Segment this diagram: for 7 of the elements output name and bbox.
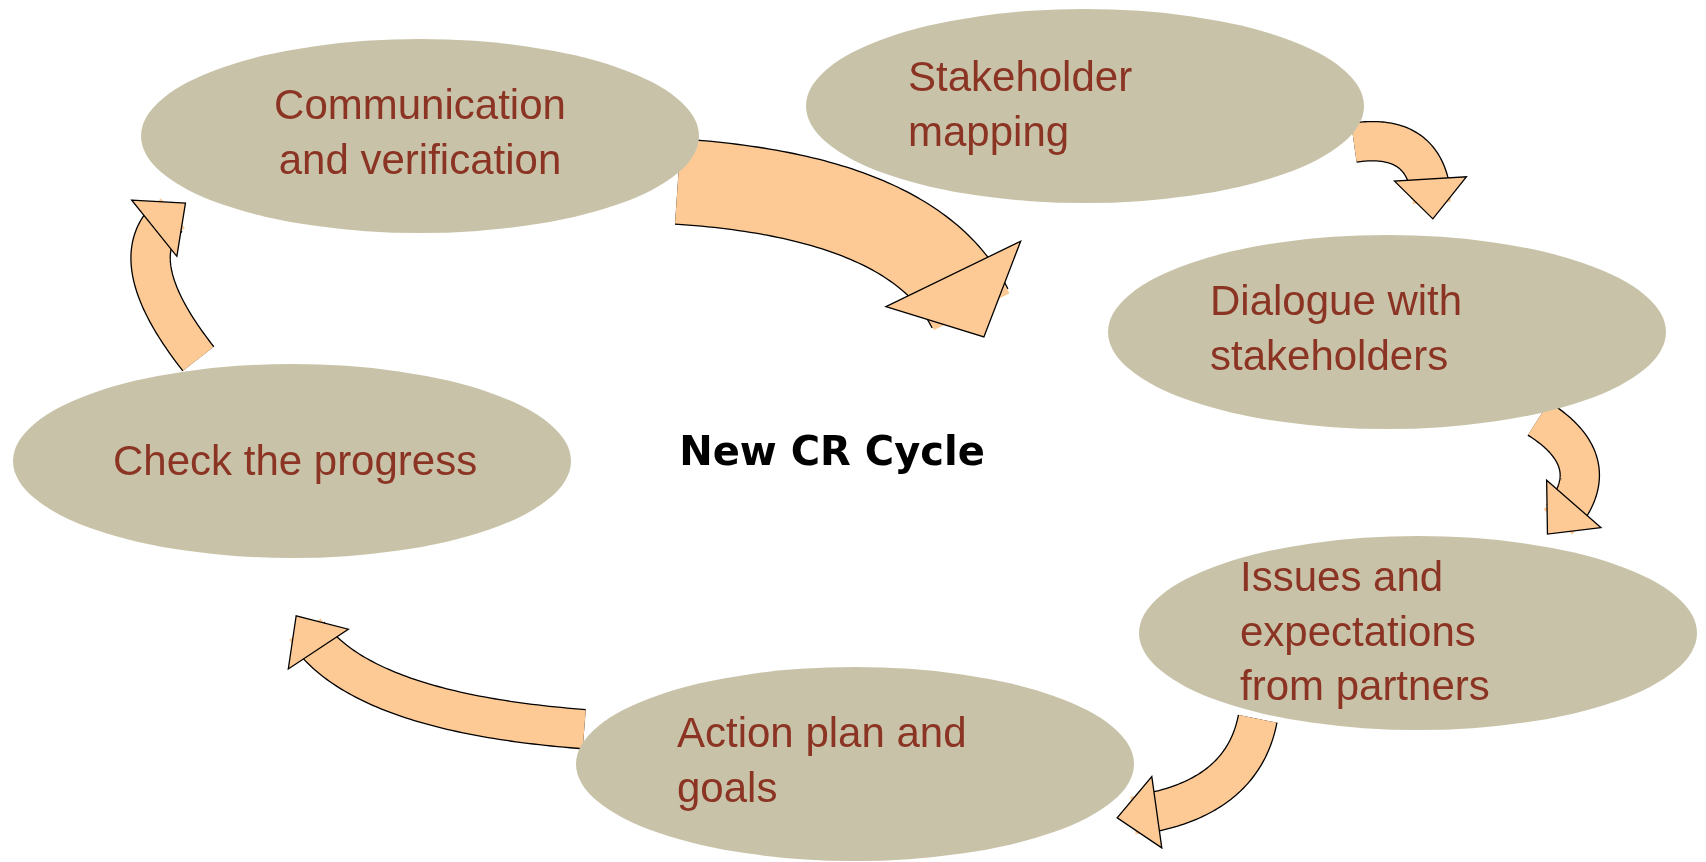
node-label: Stakeholder mapping (908, 52, 1134, 157)
node-label: Action plan and goals (677, 708, 968, 813)
diagram-title: New CR Cycle (679, 428, 985, 474)
node-label: Communication and verification (273, 80, 567, 185)
node-label: Check the progress (113, 436, 479, 486)
node-label: Dialogue with stakeholders (1210, 276, 1464, 381)
node-label: Issues and expectations from partners (1240, 552, 1491, 712)
